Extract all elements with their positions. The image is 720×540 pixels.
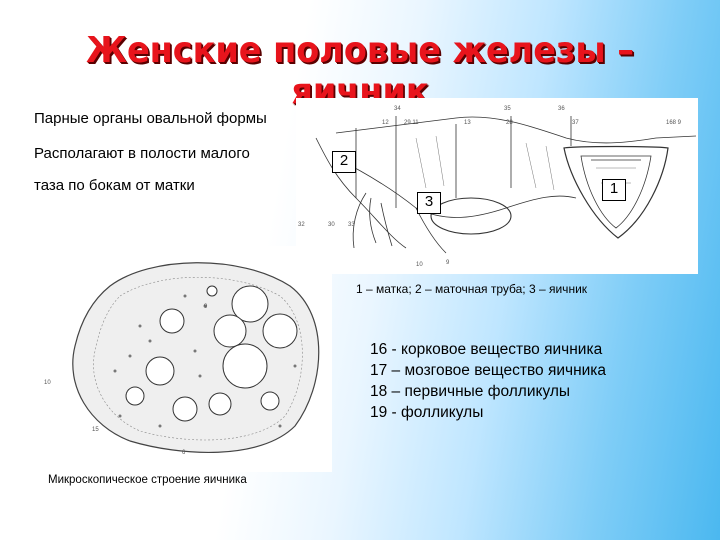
svg-text:12: 12 bbox=[382, 120, 389, 126]
svg-text:10: 10 bbox=[44, 380, 51, 386]
svg-text:32: 32 bbox=[298, 222, 305, 228]
svg-text:10: 10 bbox=[416, 262, 423, 268]
svg-text:9: 9 bbox=[446, 260, 450, 266]
svg-text:15: 15 bbox=[92, 427, 99, 433]
svg-text:168 9: 168 9 bbox=[666, 120, 682, 126]
svg-text:28: 28 bbox=[506, 120, 513, 126]
lead-line-1: Парные органы овальной формы bbox=[34, 110, 267, 127]
svg-text:30: 30 bbox=[328, 222, 335, 228]
legend-item: 19 - фолликулы bbox=[370, 404, 484, 421]
slide-title: Женские половые железы – яичник bbox=[85, 30, 635, 112]
legend-item: 17 – мозговое вещество яичника bbox=[370, 362, 607, 379]
svg-text:34: 34 bbox=[394, 106, 401, 112]
legend: 16 - корковое вещество яичника 17 – мозг… bbox=[370, 339, 606, 423]
svg-text:36: 36 bbox=[558, 106, 565, 112]
micro-drawing: 9 10 15 6 bbox=[44, 262, 320, 456]
svg-text:37: 37 bbox=[572, 120, 579, 126]
micro-figure: 9 10 15 6 bbox=[40, 246, 332, 472]
micro-caption: Микроскопическое строение яичника bbox=[48, 474, 247, 486]
anatomy-caption: 1 – матка; 2 – маточная труба; 3 – яични… bbox=[356, 282, 588, 296]
label-ovary-box: 3 bbox=[417, 192, 441, 214]
legend-item: 16 - корковое вещество яичника bbox=[370, 341, 603, 358]
label-uterus: 1 bbox=[609, 180, 619, 197]
svg-text:29 11: 29 11 bbox=[404, 120, 419, 126]
svg-text:6: 6 bbox=[182, 450, 186, 456]
label-tube-box: 2 bbox=[332, 151, 356, 173]
label-tube: 2 bbox=[339, 152, 349, 169]
label-ovary: 3 bbox=[424, 193, 434, 210]
lead-line-2: Располагают в полости малого bbox=[34, 145, 250, 162]
label-uterus-box: 1 bbox=[602, 179, 626, 201]
legend-item: 18 – первичные фолликулы bbox=[370, 383, 571, 400]
svg-text:35: 35 bbox=[504, 106, 511, 112]
svg-text:33: 33 bbox=[348, 222, 355, 228]
svg-text:9: 9 bbox=[204, 304, 208, 310]
svg-text:13: 13 bbox=[464, 120, 471, 126]
lead-line-3: таза по бокам от матки bbox=[34, 177, 195, 194]
